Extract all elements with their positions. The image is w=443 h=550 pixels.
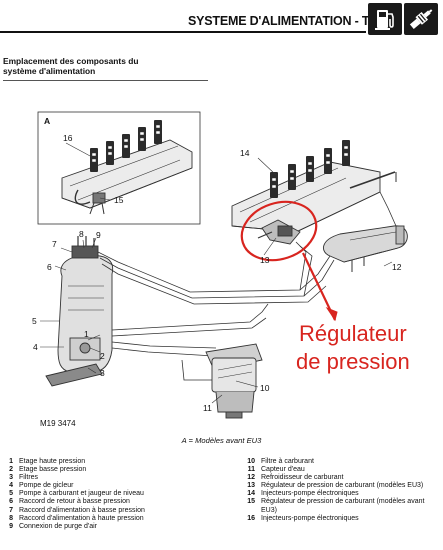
callout-11: 11 (203, 403, 212, 413)
section-heading-line1: Emplacement des composants du (3, 56, 139, 66)
callout-8: 8 (79, 229, 84, 239)
header-icons (368, 3, 440, 35)
regulator-annotation-line1: Régulateur (299, 321, 407, 346)
callout-9: 9 (96, 230, 101, 240)
figure-reference: M19 3474 (40, 419, 76, 428)
injector-icon (404, 3, 438, 35)
callout-7: 7 (52, 239, 57, 249)
callout-5: 5 (32, 316, 37, 326)
regulator-arrow-head (325, 306, 338, 322)
callout-14: 14 (240, 148, 250, 158)
fuel-cooler (323, 225, 408, 272)
header-rule (0, 31, 366, 33)
section-heading: Emplacement des composants du système d'… (3, 56, 203, 76)
fuel-filter (205, 343, 263, 419)
regulator-annotation-line2: de pression (296, 349, 410, 374)
fuel-tank (45, 236, 114, 387)
figure-caption: A = Modèles avant EU3 (181, 436, 262, 445)
section-heading-line2: système d'alimentation (3, 66, 96, 76)
fuel-pump-icon (368, 3, 402, 35)
regulator-annotation: Régulateur de pression (296, 320, 410, 376)
regulator-highlight-circle (240, 200, 318, 262)
page-title: SYSTEME D'ALIMENTATION - TD5 (188, 14, 385, 28)
callout-16: 16 (63, 133, 73, 143)
callout-2: 2 (100, 351, 105, 361)
callout-10: 10 (260, 383, 270, 393)
inset-a-frame (37, 111, 201, 225)
callout-3: 3 (100, 368, 105, 378)
section-rule (3, 80, 208, 81)
callout-13: 13 (260, 255, 270, 265)
fuel-system-diagram: A 16 15 14 13 12 7 8 9 6 5 4 1 2 3 10 11 (32, 111, 408, 419)
callout-15: 15 (114, 195, 124, 205)
callout-6: 6 (47, 262, 52, 272)
callout-12: 12 (392, 262, 402, 272)
callout-4: 4 (33, 342, 38, 352)
main-engine (231, 140, 397, 245)
inset-label: A (44, 116, 50, 126)
inset-engine (61, 120, 193, 215)
fuel-lines (97, 191, 397, 381)
callout-1: 1 (84, 329, 89, 339)
